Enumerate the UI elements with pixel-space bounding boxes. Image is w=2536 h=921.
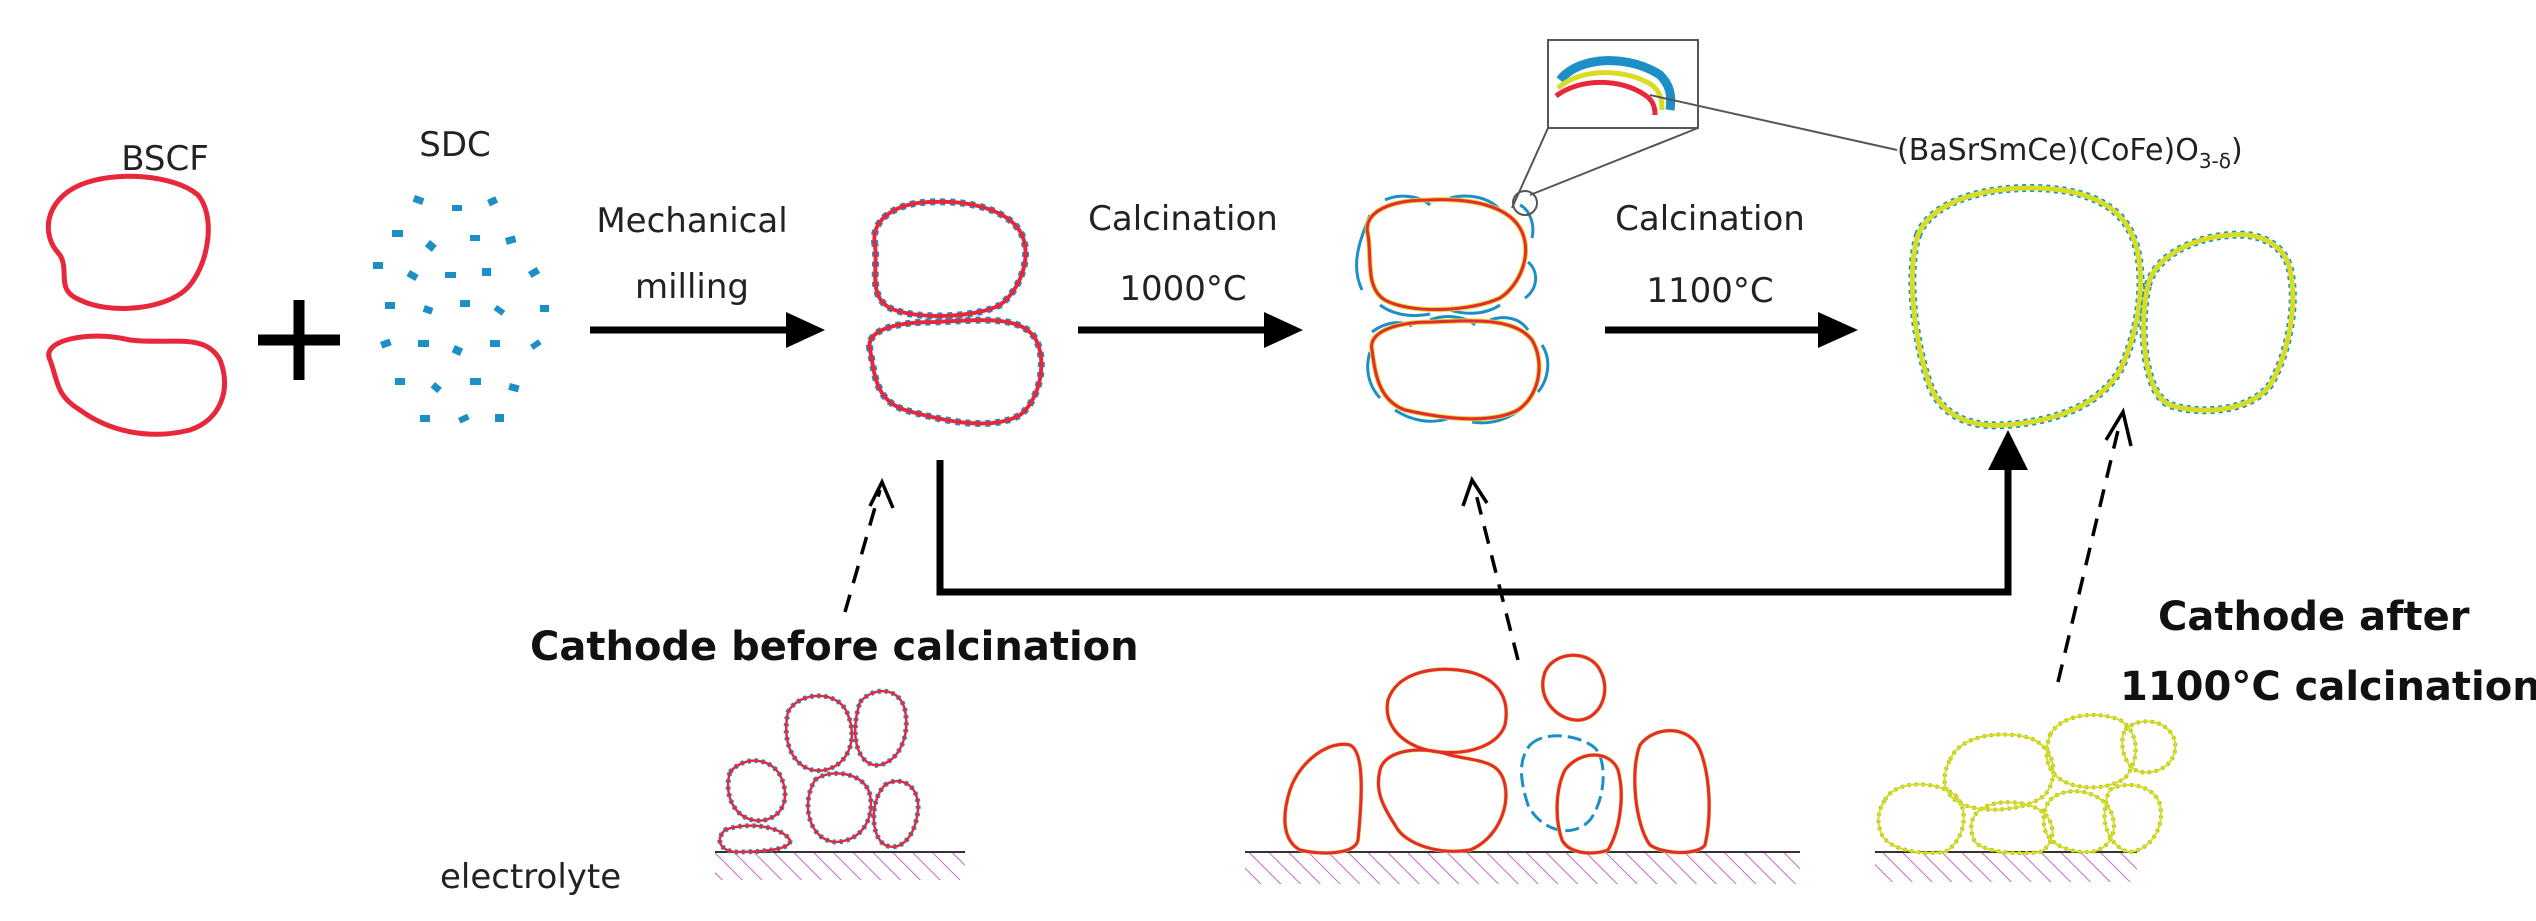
milled-particles <box>866 198 1045 427</box>
calcination-1000-label-line2: 1000°C <box>1119 269 1246 309</box>
product-formula-close: ) <box>2231 133 2243 168</box>
pointer-arrow-before <box>843 477 895 613</box>
zoom-inset-box <box>1547 39 1699 129</box>
product-formula: (BaSrSmCe)(CoFe)O3-δ) <box>1897 133 2243 173</box>
cathode-before-label: Cathode before calcination <box>530 624 1139 670</box>
milling-label-line2: milling <box>635 267 749 307</box>
final-particles <box>1908 183 2297 430</box>
electrolyte-label: electrolyte <box>440 857 621 897</box>
product-formula-main: (BaSrSmCe)(CoFe)O <box>1897 133 2199 168</box>
arrow-milling <box>590 312 825 348</box>
calcination-1000-label-line1: Calcination <box>1088 199 1278 239</box>
product-formula-subscript: 3-δ <box>2199 149 2231 173</box>
formula-leader-line <box>1649 94 1898 151</box>
bscf-particle-bottom <box>46 333 227 437</box>
arrow-calcination-1100 <box>1605 312 1858 348</box>
electrolyte-substrate-3 <box>1875 852 2137 882</box>
cathode-middle-stack <box>1245 653 1800 884</box>
zoom-target-circle <box>1512 190 1538 216</box>
calcination-1100-label-line2: 1100°C <box>1646 271 1773 311</box>
electrolyte-substrate-1 <box>715 852 965 880</box>
arrow-calcination-1000 <box>1078 312 1303 348</box>
pointer-arrow-after <box>2056 407 2133 683</box>
arrow-direct-bypass-head <box>1988 430 2028 470</box>
plus-icon <box>258 300 340 380</box>
zoom-inset <box>1511 39 1898 216</box>
bscf-particle-top <box>45 173 211 311</box>
cathode-after-label-line1: Cathode after <box>2158 594 2470 640</box>
arrow-direct-bypass <box>936 460 2012 596</box>
sdc-dots <box>373 195 549 424</box>
cathode-after-stack <box>1875 713 2178 882</box>
bscf-label: BSCF <box>121 139 209 179</box>
milling-label-line1: Mechanical <box>596 201 787 241</box>
cathode-before-stack <box>715 688 965 880</box>
pointer-arrow-middle <box>1461 476 1520 661</box>
bscf-particles <box>45 173 227 437</box>
calcination-1100-label-line1: Calcination <box>1615 199 1805 239</box>
sdc-label: SDC <box>419 125 491 165</box>
calcined-1000-particles <box>1355 194 1550 425</box>
electrolyte-substrate-2 <box>1245 852 1800 884</box>
cathode-after-label-line2: 1100°C calcination <box>2120 664 2536 710</box>
